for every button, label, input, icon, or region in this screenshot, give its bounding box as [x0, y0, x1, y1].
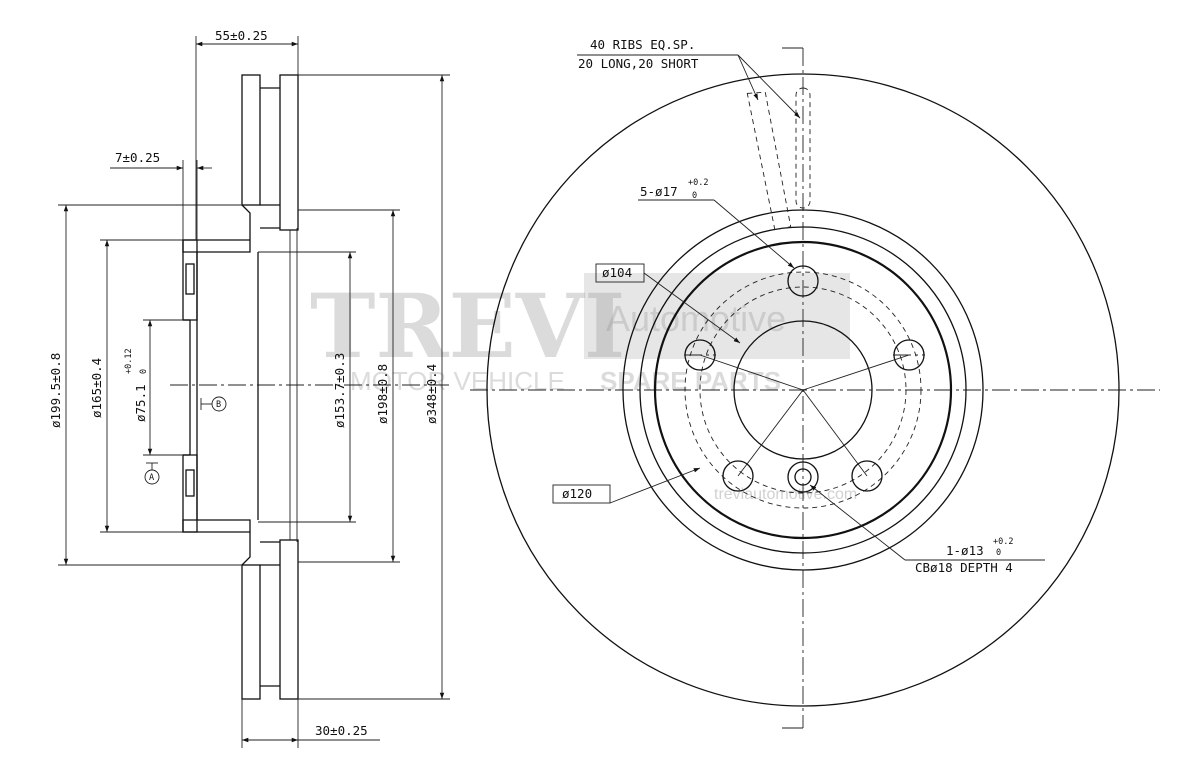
- watermark-tagline-2: SPARE PARTS: [600, 366, 781, 396]
- callout-pcd-120-box: [552, 484, 611, 504]
- dim-total-width: 55±0.25: [215, 28, 268, 43]
- bolt-hole: [851, 460, 883, 492]
- locator-counterbore: [787, 461, 819, 493]
- inner-plate-bottom: [279, 539, 299, 700]
- callout-bolt-holes-tol-upper: +0.2: [688, 178, 708, 188]
- callout-pcd-120: ø120: [562, 486, 592, 501]
- hat-top: [182, 204, 251, 253]
- callout-ribs-line-1: 40 RIBS EQ.SP.: [590, 37, 695, 52]
- pcd-120-circle: [684, 271, 922, 509]
- inner-plate-top: [279, 74, 299, 231]
- callout-pcd-104: ø104: [602, 265, 632, 280]
- pcd-104-circle: [699, 286, 907, 494]
- outer-plate-top: [241, 74, 261, 206]
- dim-diameter-348: ø348±0.4: [424, 364, 439, 424]
- locator-hole: [794, 468, 812, 486]
- callout-locator: 1-ø13: [946, 543, 984, 558]
- watermark-url: treviautomotive.com: [714, 486, 857, 503]
- callout-locator-tol-lower: 0: [996, 548, 1001, 558]
- datum-b: B: [216, 400, 221, 410]
- dim-diameter-153-7: ø153.7±0.3: [332, 353, 347, 428]
- rib-short: [795, 87, 811, 209]
- rib-long: [746, 91, 792, 231]
- bolt-hole: [722, 460, 754, 492]
- datum-a: A: [149, 473, 154, 483]
- dim-hub-thickness: 7±0.25: [115, 150, 160, 165]
- section-view: B A 55±0.25 7±0.25 30±0.25 ø199.5±0.8 ø1…: [48, 28, 450, 748]
- callout-ribs-line-2: 20 LONG,20 SHORT: [578, 56, 699, 71]
- bolt-holes: [684, 265, 925, 492]
- dim-center-bore-tol-upper: +0.12: [124, 348, 134, 374]
- friction-ring-inner-edge: [622, 209, 984, 571]
- watermark-brand: TREVI: [310, 274, 625, 378]
- callout-bolt-holes: 5-ø17: [640, 184, 678, 199]
- callout-locator-counterbore: CBø18 DEPTH 4: [915, 560, 1013, 575]
- center-bore: [733, 320, 873, 460]
- bolt-hole: [787, 265, 819, 297]
- watermark-brand-sub: Automotive: [606, 298, 786, 339]
- dim-center-bore: ø75.1: [133, 384, 148, 422]
- front-view: 40 RIBS EQ.SP. 20 LONG,20 SHORT 5-ø17 +0…: [470, 37, 1160, 729]
- dim-friction-width: 30±0.25: [315, 723, 368, 738]
- hat-outer-edge: [653, 240, 953, 540]
- dim-diameter-198: ø198±0.8: [375, 364, 390, 424]
- dim-diameter-165: ø165±0.4: [89, 358, 104, 418]
- dim-center-bore-tol-lower: 0: [139, 369, 149, 374]
- callout-bolt-holes-tol-lower: 0: [692, 191, 697, 201]
- callout-locator-tol-upper: +0.2: [993, 537, 1013, 547]
- watermark-tagline-1: MOTOR VEHICLE: [350, 366, 565, 396]
- dim-diameter-199-5: ø199.5±0.8: [48, 353, 63, 428]
- disc-outer-edge: [486, 73, 1120, 707]
- watermark: TREVI Automotive MOTOR VEHICLE SPARE PAR…: [310, 273, 857, 503]
- ring-step: [639, 226, 967, 554]
- outer-plate-bottom: [241, 564, 261, 700]
